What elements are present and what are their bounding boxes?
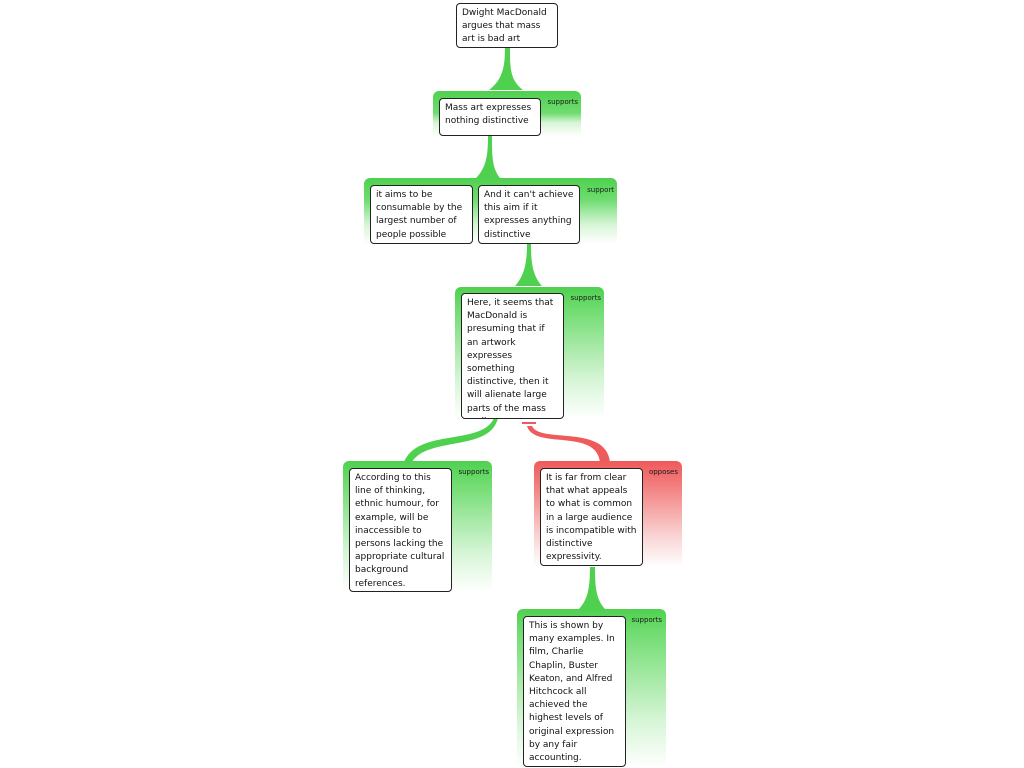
connector-reason-3-to-objection-1 xyxy=(527,426,610,462)
connector-claim-to-reason-1 xyxy=(489,48,523,90)
connector-reason-2-to-reason-3 xyxy=(515,244,542,286)
connector-reason-3-to-reason-4 xyxy=(404,418,498,462)
reason-1-relation-label: supports xyxy=(547,98,578,106)
claim-node[interactable]: Dwight MacDonald argues that mass art is… xyxy=(456,3,558,48)
reason-3-premise-1[interactable]: Here, it seems that MacDonald is presumi… xyxy=(461,293,564,419)
reason-2-premise-1[interactable]: it aims to be consumable by the largest … xyxy=(370,185,473,244)
reason-1-premise-1[interactable]: Mass art expresses nothing distinctive xyxy=(439,98,541,136)
reason-4-relation-label: supports xyxy=(458,468,489,476)
reason-2-premise-2[interactable]: And it can't achieve this aim if it expr… xyxy=(478,185,580,244)
connector-objection-1-to-reason-5 xyxy=(578,566,606,610)
reason-3-relation-label: supports xyxy=(570,294,601,302)
objection-1-relation-label: opposes xyxy=(648,468,678,476)
reason-5-premise-1[interactable]: This is shown by many examples. In film,… xyxy=(523,616,626,767)
reason-4-premise-1[interactable]: According to this line of thinking, ethn… xyxy=(349,468,452,592)
reason-5-relation-label: supports xyxy=(631,616,662,624)
reason-2-relation-label: support xyxy=(587,186,614,194)
connector-reason-1-to-reason-2 xyxy=(476,136,500,178)
objection-1-premise-1[interactable]: It is far from clear that what appeals t… xyxy=(540,468,643,566)
